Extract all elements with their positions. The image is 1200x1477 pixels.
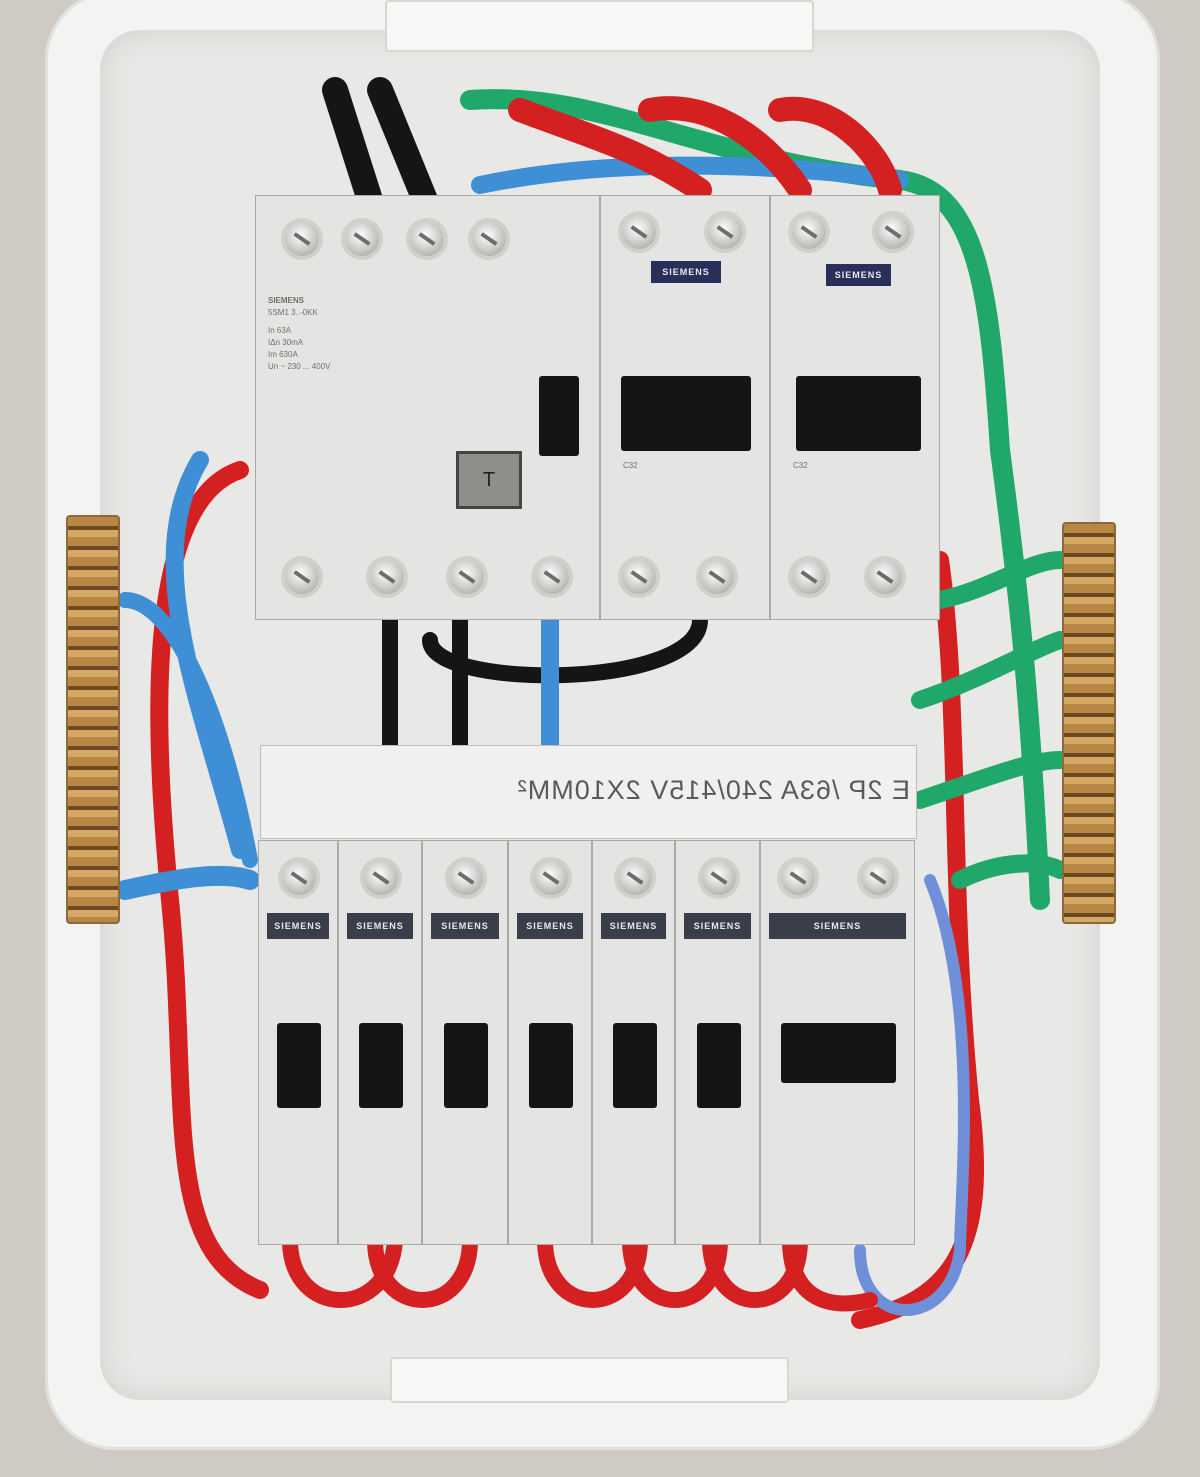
red-wire	[638, 96, 812, 202]
breaker-toggle	[696, 1023, 741, 1108]
top-breaker: SIEMENS C32	[600, 195, 770, 620]
red-wire	[782, 1232, 878, 1312]
terminal-screw	[876, 215, 910, 249]
breaker-toggle	[277, 1023, 321, 1108]
rcd-toggle	[539, 376, 579, 456]
breaker-toggle	[796, 376, 921, 451]
terminal-screw	[410, 222, 444, 256]
terminal-screw	[708, 215, 742, 249]
top-clip-tab	[385, 0, 814, 52]
terminal-screw	[622, 215, 656, 249]
busbar-cover	[260, 745, 917, 839]
terminal-screw	[370, 560, 404, 594]
breaker-toggle	[621, 376, 751, 451]
terminal-screw	[364, 861, 398, 895]
breaker-toggle	[612, 1023, 657, 1108]
terminal-screw	[622, 560, 656, 594]
terminal-screw	[472, 222, 506, 256]
breaker-toggle	[781, 1023, 896, 1083]
blue-wire	[854, 874, 970, 1316]
breaker-rating: C32	[623, 461, 638, 470]
terminal-screw	[701, 861, 736, 895]
green-wire	[951, 854, 1069, 889]
terminal-screw	[450, 560, 484, 594]
bottom-breaker: SIEMENS	[508, 840, 592, 1245]
breaker-brand-badge: SIEMENS	[826, 264, 891, 286]
terminal-screw	[285, 222, 319, 256]
terminal-screw	[868, 560, 902, 594]
green-wire	[931, 551, 1069, 609]
breaker-toggle	[444, 1023, 488, 1108]
bottom-breaker: SIEMENS	[338, 840, 422, 1245]
bottom-breaker: SIEMENS	[592, 840, 675, 1245]
black-wire	[367, 77, 438, 213]
breaker-brand-badge: SIEMENS	[431, 913, 499, 939]
red-wire	[282, 1232, 403, 1308]
breaker-brand-badge: SIEMENS	[769, 913, 906, 939]
breaker-brand-badge: SIEMENS	[267, 913, 329, 939]
terminal-screw	[700, 560, 734, 594]
terminal-screw	[449, 861, 483, 895]
rcd-rating: Un ~ 230 ... 400V	[268, 362, 331, 371]
bottom-breaker: SIEMENS	[760, 840, 915, 1245]
blue-wire	[115, 865, 260, 900]
rcd-model: 5SM1 3..-0KK	[268, 308, 318, 317]
busbar-label: E 2P /63A 240/415V 2X10MM²	[516, 775, 910, 805]
breaker-brand-badge: SIEMENS	[684, 913, 751, 939]
bottom-breaker: SIEMENS	[675, 840, 760, 1245]
terminal-screw	[617, 861, 652, 895]
rcd-test-button: T	[456, 451, 522, 509]
black-wire	[322, 77, 383, 213]
breaker-brand-badge: SIEMENS	[517, 913, 583, 939]
terminal-screw	[534, 861, 568, 895]
rcd-brand: SIEMENS	[268, 296, 305, 305]
terminal-screw	[792, 215, 826, 249]
red-wire	[768, 96, 902, 202]
breaker-brand-badge: SIEMENS	[347, 913, 413, 939]
rcd-rating: In 63A	[268, 326, 292, 335]
green-wire	[911, 631, 1069, 709]
green-wire	[911, 751, 1069, 809]
blue-wire	[117, 592, 258, 868]
bottom-breaker: SIEMENS	[422, 840, 508, 1245]
breaker-brand-badge: SIEMENS	[601, 913, 666, 939]
terminal-screw	[345, 222, 379, 256]
rcd-module: SIEMENS 5SM1 3..-0KK In 63A IΔn 30mA Im …	[255, 195, 600, 620]
neutral-terminal-bar	[66, 515, 120, 924]
terminal-screw	[781, 861, 815, 895]
breaker-toggle	[359, 1023, 403, 1108]
red-wire	[508, 98, 712, 202]
terminal-screw	[535, 560, 569, 594]
breaker-toggle	[529, 1023, 573, 1108]
terminal-screw	[285, 560, 319, 594]
black-wire	[422, 612, 708, 758]
terminal-screw	[792, 560, 826, 594]
rcd-rating: Im 630A	[268, 350, 298, 359]
bottom-clip-tab	[390, 1357, 789, 1403]
breaker-rating: C32	[793, 461, 808, 470]
green-wire	[460, 89, 1050, 910]
earth-terminal-bar	[1062, 522, 1116, 924]
red-wire	[367, 1232, 478, 1308]
rcd-rating: IΔn 30mA	[268, 338, 304, 347]
breaker-brand-badge: SIEMENS	[651, 261, 721, 283]
terminal-screw	[282, 861, 316, 895]
top-breaker: SIEMENS C32	[770, 195, 940, 620]
terminal-screw	[861, 861, 895, 895]
bottom-breaker: SIEMENS	[258, 840, 338, 1245]
